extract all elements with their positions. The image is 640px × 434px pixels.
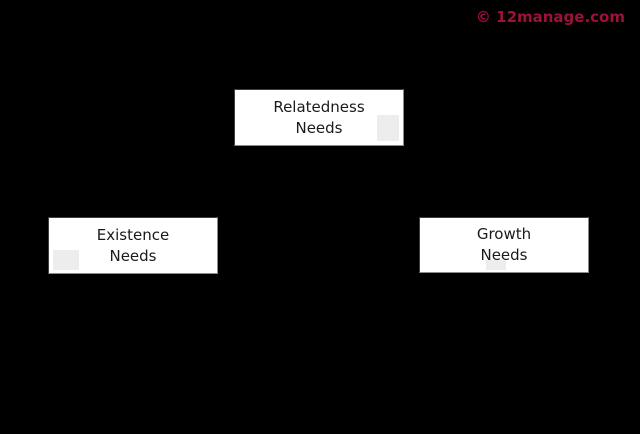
node-growth-needs: Growth Needs (419, 217, 589, 273)
compression-artifact (53, 250, 79, 270)
compression-artifact (377, 115, 399, 141)
node-relatedness-needs: Relatedness Needs (234, 89, 404, 146)
node-label-line: Growth (476, 225, 532, 243)
copyright-watermark: © 12manage.com (475, 8, 625, 26)
node-label-line: Existence (96, 225, 170, 244)
node-label-line: Needs (295, 118, 343, 137)
node-label-line: Needs (480, 246, 528, 264)
node-label-line: Needs (109, 246, 157, 265)
node-existence-needs: Existence Needs (48, 217, 218, 274)
node-label-line: Relatedness (273, 97, 365, 116)
